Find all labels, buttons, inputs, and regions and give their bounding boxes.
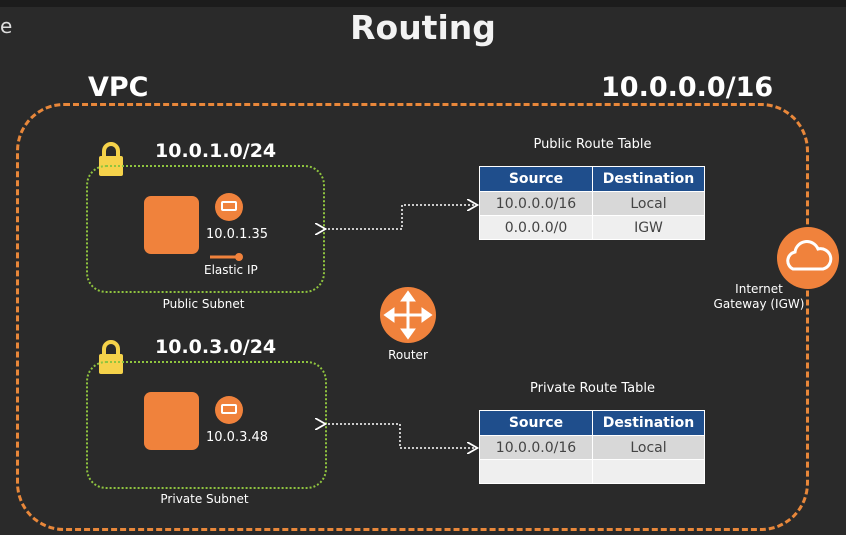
private-route-table: Source Destination 10.0.0.0/16 Local <box>479 410 705 484</box>
vpc-boundary <box>16 103 809 531</box>
table-row: 10.0.0.0/16 Local <box>479 435 705 460</box>
slide-title: Routing <box>350 8 496 47</box>
elastic-ip-icon <box>210 253 243 261</box>
source-cell: 0.0.0.0/0 <box>479 215 593 240</box>
source-cell <box>479 459 593 484</box>
public-instance-icon <box>144 196 199 254</box>
private-instance-ip: 10.0.3.48 <box>206 430 269 445</box>
private-subnet-cidr: 10.0.3.0/24 <box>155 336 277 358</box>
top-bar <box>0 0 846 7</box>
vpc-label: VPC <box>88 72 149 103</box>
private-instance-icon <box>144 392 199 450</box>
public-subnet-cidr: 10.0.1.0/24 <box>155 140 277 162</box>
public-subnet-to-route-table-arrow <box>324 205 476 229</box>
public-route-table-title: Public Route Table <box>533 137 652 152</box>
source-cell: 10.0.0.0/16 <box>479 435 593 460</box>
private-route-table-title: Private Route Table <box>530 381 655 396</box>
column-header-destination: Destination <box>592 166 705 192</box>
table-row: 0.0.0.0/0 IGW <box>479 215 705 240</box>
column-header-destination: Destination <box>592 410 705 436</box>
public-instance-ip: 10.0.1.35 <box>206 227 269 242</box>
elastic-ip-label: Elastic IP <box>204 263 258 277</box>
cloud-icon <box>777 227 839 289</box>
network-interface-icon <box>215 193 243 221</box>
destination-cell <box>592 459 705 484</box>
igw-label-line2: Gateway (IGW) <box>713 297 805 311</box>
edge-glyph: e <box>0 14 13 38</box>
vpc-cidr: 10.0.0.0/16 <box>601 72 774 103</box>
destination-cell: IGW <box>592 215 705 240</box>
private-subnet-to-route-table-arrow <box>324 424 476 448</box>
network-interface-icon <box>215 396 243 424</box>
private-subnet-label: Private Subnet <box>160 492 249 506</box>
table-row <box>479 459 705 484</box>
public-route-table: Source Destination 10.0.0.0/16 Local 0.0… <box>479 166 705 240</box>
public-subnet-label: Public Subnet <box>162 297 245 311</box>
destination-cell: Local <box>592 435 705 460</box>
router-icon <box>380 287 436 343</box>
igw-label-line1: Internet <box>735 282 783 296</box>
router-label: Router <box>388 348 428 362</box>
destination-cell: Local <box>592 191 705 216</box>
